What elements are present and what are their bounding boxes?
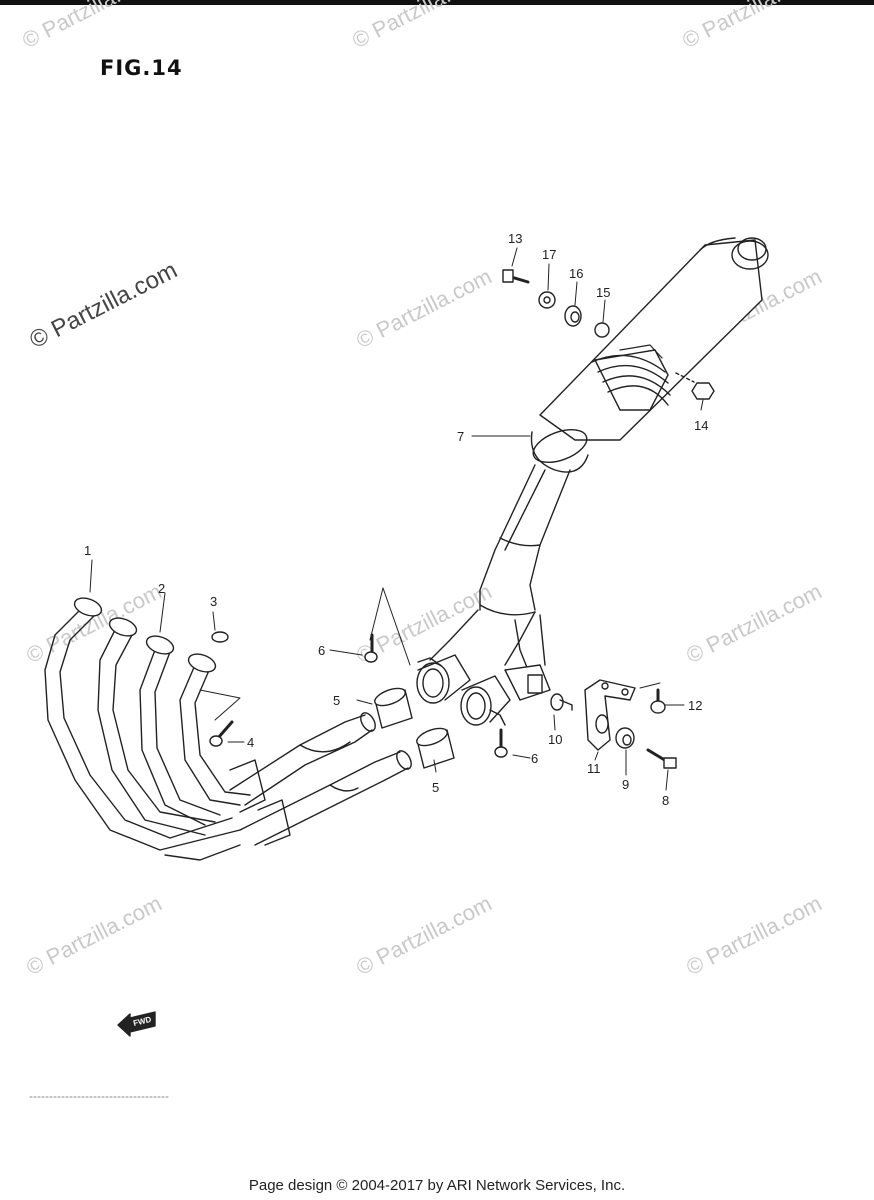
- callout-1: 1: [84, 543, 91, 558]
- sleeves: [374, 687, 455, 769]
- callout-6b: 6: [531, 751, 538, 766]
- footer-copyright: Page design © 2004-2017 by ARI Network S…: [248, 1177, 626, 1194]
- callout-9: 9: [622, 777, 629, 792]
- callout-6a: 6: [318, 643, 325, 658]
- callout-17: 17: [542, 247, 556, 262]
- pipe-clamps: [416, 654, 551, 726]
- callout-15: 15: [596, 285, 610, 300]
- callout-3: 3: [210, 594, 217, 609]
- callout-12: 12: [688, 698, 702, 713]
- link-pipe: [429, 464, 571, 671]
- callout-7: 7: [457, 429, 464, 444]
- hardware: [209, 269, 715, 769]
- top-border: [0, 0, 874, 5]
- callout-16: 16: [569, 266, 583, 281]
- header-pipes: [44, 597, 291, 861]
- figure-title: FIG.14: [100, 56, 183, 80]
- fwd-label: FWD: [132, 1015, 152, 1028]
- connector-pipes: [229, 712, 412, 846]
- guide-lines: [29, 247, 704, 1098]
- callout-10: 10: [548, 732, 562, 747]
- callout-5a: 5: [333, 693, 340, 708]
- callout-14: 14: [694, 418, 708, 433]
- callout-2: 2: [158, 581, 165, 596]
- callout-4: 4: [247, 735, 254, 750]
- muffler-assembly: [530, 237, 769, 473]
- forward-arrow: [117, 1011, 156, 1037]
- callout-5b: 5: [432, 780, 439, 795]
- callout-8: 8: [662, 793, 669, 808]
- callout-13: 13: [508, 231, 522, 246]
- callout-11: 11: [587, 761, 601, 776]
